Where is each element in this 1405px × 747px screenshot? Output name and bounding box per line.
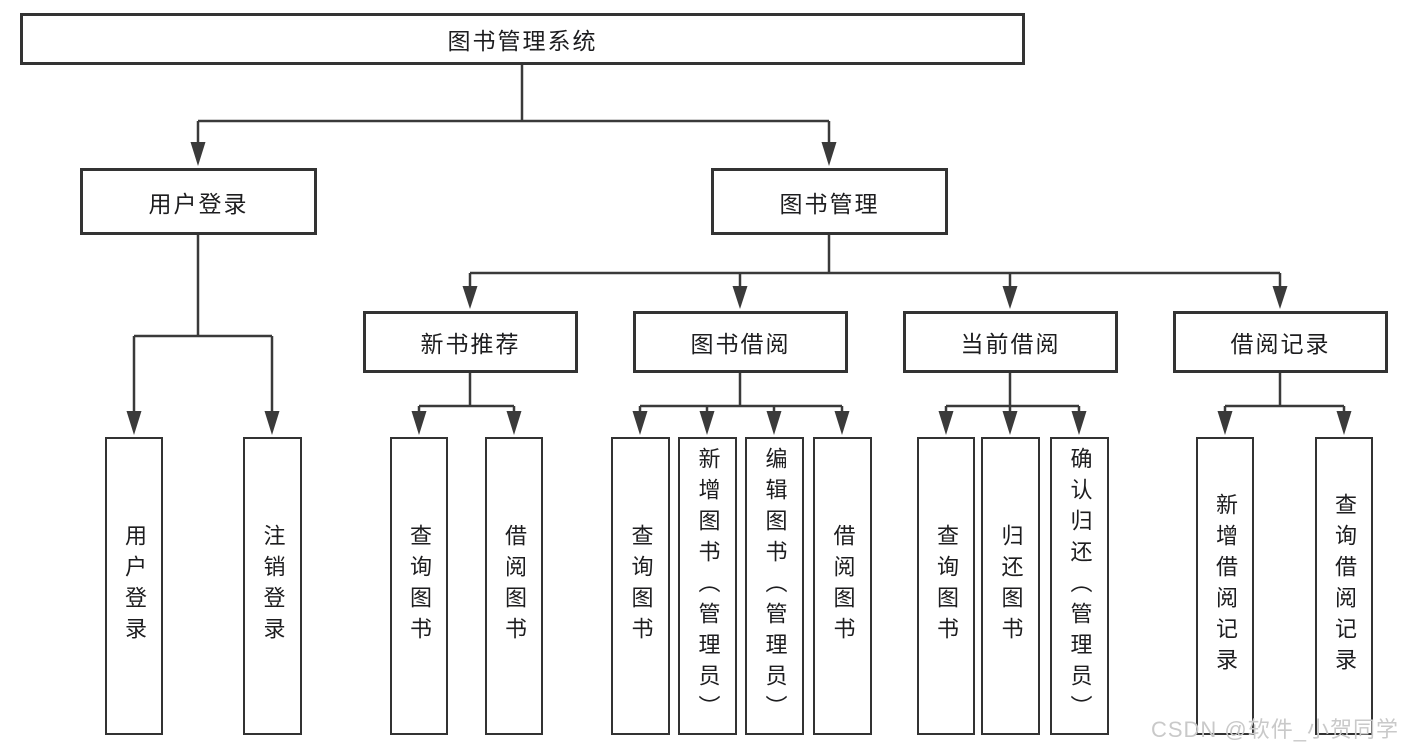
node-borrow-record: 借阅记录	[1173, 311, 1388, 373]
node-current-borrow: 当前借阅	[903, 311, 1118, 373]
leaf-current-query-book: 查询图书	[917, 437, 975, 735]
leaf-borrow-add-book: 新增图书（管理员）	[678, 437, 737, 735]
node-user-login-label: 用户登录	[148, 190, 249, 217]
leaf-user-login-label: 用户登录	[122, 524, 147, 648]
leaf-record-add-label: 新增借阅记录	[1213, 493, 1238, 679]
node-book-management-label: 图书管理	[779, 190, 880, 217]
leaf-borrow-borrow-book-label: 借阅图书	[830, 524, 856, 648]
leaf-borrow-edit-book-label: 编辑图书（管理员）	[762, 446, 788, 726]
node-user-login: 用户登录	[80, 168, 317, 235]
leaf-recommend-borrow-book-label: 借阅图书	[502, 524, 527, 648]
leaf-borrow-borrow-book: 借阅图书	[813, 437, 872, 735]
leaf-recommend-query-book: 查询图书	[390, 437, 448, 735]
leaf-recommend-query-book-label: 查询图书	[407, 524, 432, 648]
arrowheads	[126, 142, 1352, 435]
node-book-borrow: 图书借阅	[633, 311, 848, 373]
leaf-current-return-book-label: 归还图书	[998, 524, 1024, 648]
node-new-book-recommend: 新书推荐	[363, 311, 578, 373]
leaf-user-login: 用户登录	[105, 437, 163, 735]
node-borrow-record-label: 借阅记录	[1230, 331, 1331, 357]
leaf-borrow-edit-book: 编辑图书（管理员）	[745, 437, 804, 735]
leaf-logout-label: 注销登录	[260, 524, 286, 648]
leaf-current-query-book-label: 查询图书	[934, 524, 959, 648]
leaf-logout: 注销登录	[243, 437, 302, 735]
leaf-record-add: 新增借阅记录	[1196, 437, 1254, 735]
node-current-borrow-label: 当前借阅	[960, 331, 1061, 357]
leaf-current-confirm-return-label: 确认归还（管理员）	[1067, 446, 1093, 726]
node-book-borrow-label: 图书借阅	[690, 331, 791, 357]
leaf-borrow-query-book-label: 查询图书	[628, 524, 654, 648]
leaf-recommend-borrow-book: 借阅图书	[485, 437, 543, 735]
leaf-current-confirm-return: 确认归还（管理员）	[1050, 437, 1109, 735]
leaf-borrow-add-book-label: 新增图书（管理员）	[695, 446, 721, 726]
watermark-text: CSDN @软件_小贺同学	[1150, 717, 1399, 742]
leaf-borrow-query-book: 查询图书	[611, 437, 670, 735]
node-book-management: 图书管理	[711, 168, 948, 235]
leaf-record-query-label: 查询借阅记录	[1332, 493, 1357, 679]
leaf-current-return-book: 归还图书	[981, 437, 1040, 735]
node-root: 图书管理系统	[20, 13, 1025, 65]
leaf-record-query: 查询借阅记录	[1315, 437, 1373, 735]
node-new-book-recommend-label: 新书推荐	[420, 331, 521, 357]
node-root-label: 图书管理系统	[447, 28, 598, 54]
